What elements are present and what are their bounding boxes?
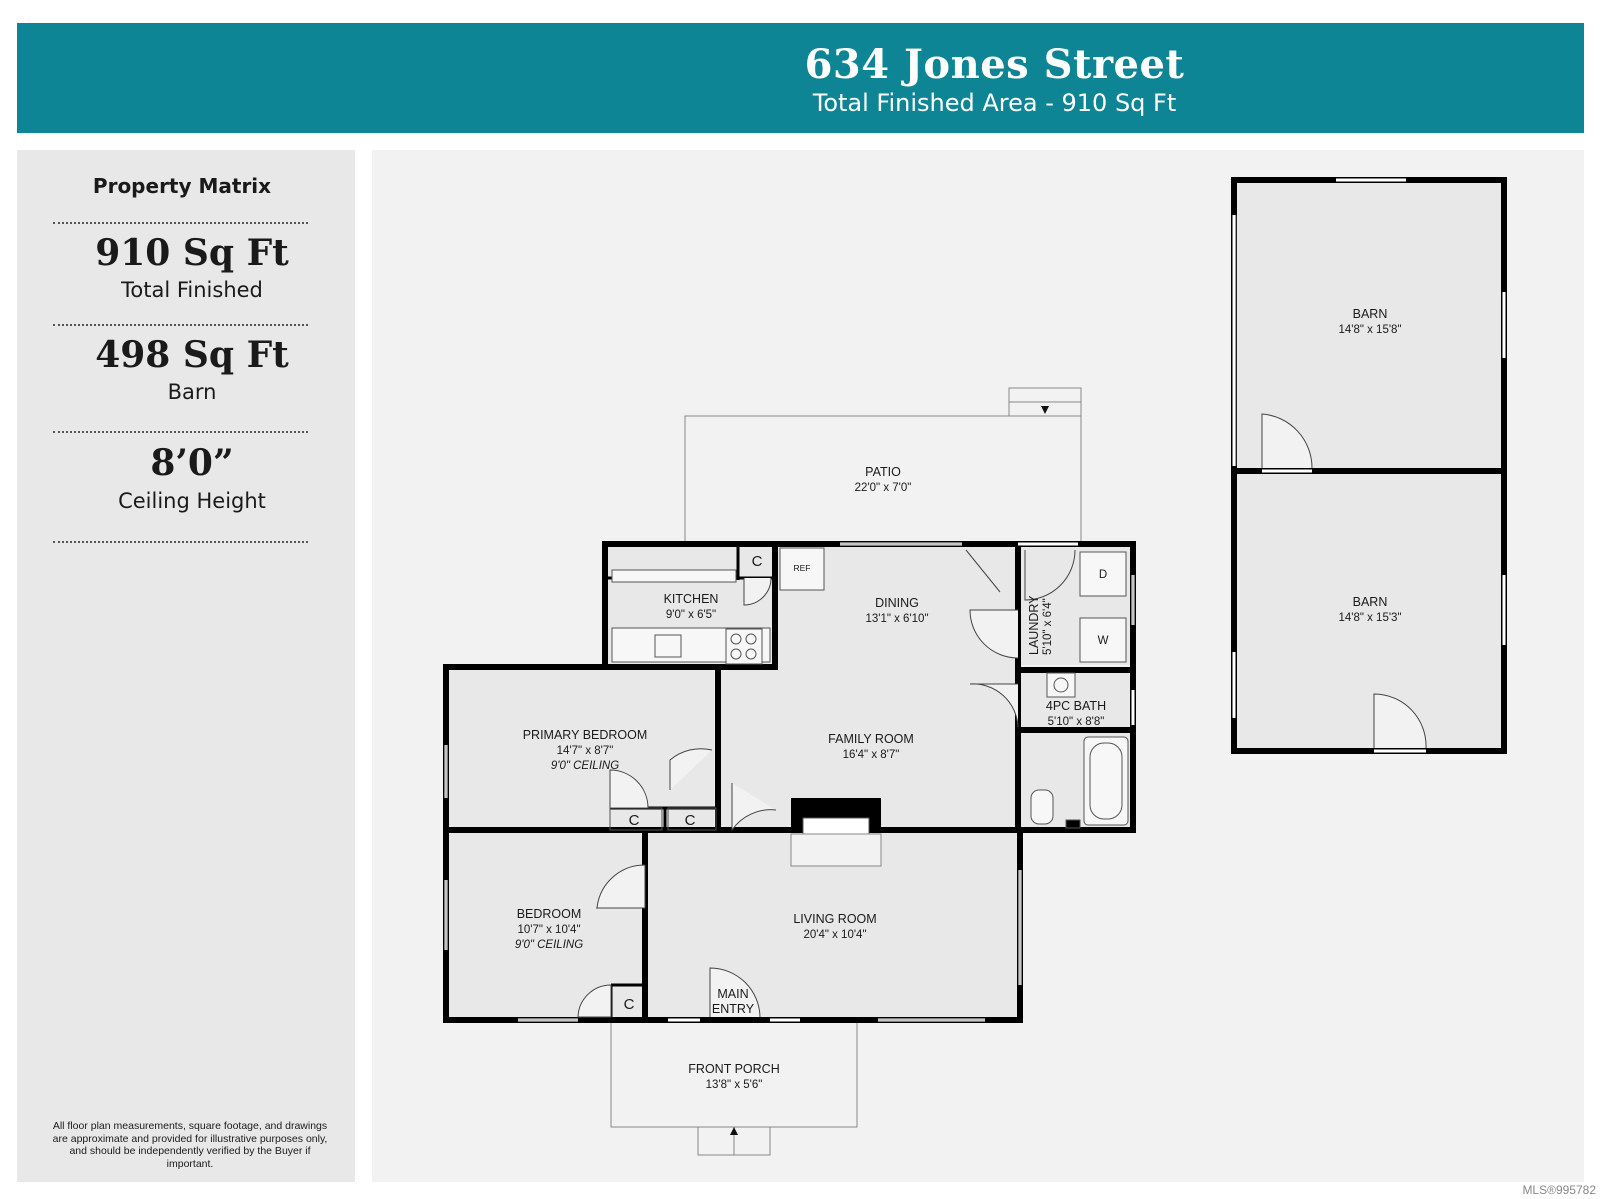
barn-windows [1232,178,1506,753]
total-finished-area: Total Finished Area - 910 Sq Ft [812,89,1177,117]
bedroom-closet-label: C [624,996,635,1013]
bedroom-label: BEDROOM [517,907,582,921]
patio-label: PATIO [865,465,901,479]
main-entry-label-line1: MAIN [717,987,748,1001]
window-lines [445,543,1134,1021]
barn-door-swings [1235,215,1427,749]
kitchen-fixtures [611,547,825,665]
primary-bedroom-label: PRIMARY BEDROOM [523,728,648,742]
barn-upper-dims: 14'8" x 15'8" [1338,324,1401,336]
outdoor-outlines [610,387,1082,1156]
family-room-label: FAMILY ROOM [828,732,914,746]
barn-lower-dims: 14'8" x 15'3" [1338,612,1401,624]
kitchen-dims: 9'0" x 6'5" [666,609,716,621]
bath-label: 4PC BATH [1046,699,1106,713]
stat-barn-label: Barn [167,380,217,404]
barn-upper-label: BARN [1353,307,1388,321]
ref-label: REF [794,563,811,573]
kitchen-closet-label: C [752,553,763,570]
laundry-label: LAUNDRY [1027,595,1041,655]
divider [53,431,308,433]
fireplace [790,798,882,867]
property-matrix-panel: Property Matrix 910 Sq Ft Total Finished… [17,150,355,1182]
dining-dims: 13'1" x 6'10" [865,613,928,625]
room-fills [446,183,1502,1017]
divider [53,541,308,543]
laundry-dims: 5'10" x 6'4" [1042,598,1054,655]
dryer-label: D [1099,569,1107,581]
primary-closet-1-label: C [629,812,640,829]
washer-label: W [1098,635,1109,647]
property-matrix-title: Property Matrix [92,174,272,198]
stat-ceiling-label: Ceiling Height [118,489,266,513]
header-banner: 634 Jones Street Total Finished Area - 9… [17,23,1584,133]
closet-boxes [609,807,717,831]
door-swings [577,549,1076,1018]
stat-total-finished-label: Total Finished [121,278,263,302]
primary-bedroom-ceiling: 9'0" CEILING [551,760,619,772]
front-porch-label: FRONT PORCH [688,1062,779,1076]
stat-barn-value: 498 Sq Ft [95,334,289,376]
kitchen-label: KITCHEN [664,592,719,606]
patio-step-arrow-icon [1041,406,1049,414]
main-entry-label-line2: ENTRY [712,1002,755,1016]
room-labels: PATIO 22'0" x 7'0" KITCHEN 9'0" x 6'5" D… [515,307,1402,1091]
bedroom-dims: 10'7" x 10'4" [517,924,580,936]
barn-lower-label: BARN [1353,595,1388,609]
property-address: 634 Jones Street [804,41,1185,88]
living-room-dims: 20'4" x 10'4" [803,929,866,941]
divider [53,222,308,224]
primary-closet-2-label: C [685,812,696,829]
family-room-dims: 16'4" x 8'7" [843,749,900,761]
bedroom-ceiling: 9'0" CEILING [515,939,583,951]
porch-step-arrow-icon [730,1127,738,1135]
stat-ceiling-value: 8’0” [150,442,234,484]
front-porch-dims: 13'8" x 5'6" [706,1079,763,1091]
bath-dims: 5'10" x 8'8" [1048,716,1105,728]
laundry-bath-fixtures [1030,551,1129,829]
primary-bedroom-dims: 14'7" x 8'7" [557,745,614,757]
mls-number: MLS®995782 [1522,1183,1596,1197]
living-room-label: LIVING ROOM [793,912,876,926]
disclaimer-text: All floor plan measurements, square foot… [52,1120,328,1170]
dining-label: DINING [875,596,919,610]
patio-dims: 22'0" x 7'0" [855,482,912,494]
stat-total-finished-value: 910 Sq Ft [95,232,289,274]
divider [53,324,308,326]
